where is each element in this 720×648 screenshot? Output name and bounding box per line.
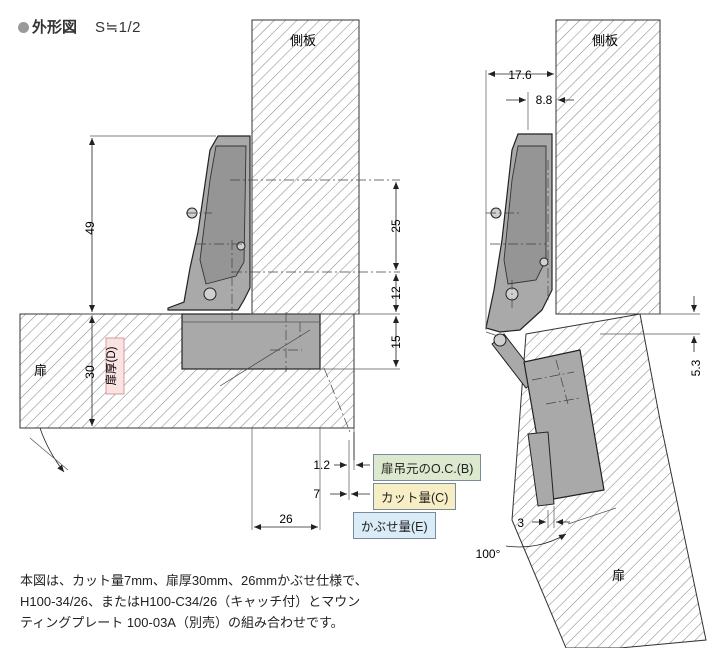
door-label-left: 扉: [34, 363, 47, 378]
dim-49: 49: [83, 221, 97, 235]
side-panel-left: [251, 19, 360, 315]
dim-8-8: 8.8: [536, 93, 553, 107]
dim-7: 7: [313, 487, 320, 501]
dim-1-2: 1.2: [313, 458, 330, 472]
dim-5-3: 5.3: [689, 359, 703, 376]
spec-note: 本図は、カット量7mm、扉厚30mm、26mmかぶせ仕様で、 H100-34/2…: [20, 570, 710, 633]
hinge-cup-left: [181, 313, 321, 370]
oc-label: 扉吊元のO.C.(B): [373, 454, 482, 481]
note-line-2: H100-34/26、またはH100-C34/26（キャッチ付）とマウン: [20, 594, 361, 609]
hinge-pin-left: [203, 287, 217, 301]
side-panel-label-right: 側板: [592, 33, 618, 48]
drawing-title: 外形図 S≒1/2: [18, 16, 141, 37]
note-line-1: 本図は、カット量7mm、扉厚30mm、26mmかぶせ仕様で、: [20, 573, 368, 588]
door-thickness-tag: [105, 337, 125, 395]
side-panel-label-left: 側板: [290, 33, 316, 48]
cut-amount-label: カット量(C): [373, 483, 457, 510]
dim-30: 30: [83, 365, 97, 379]
dim-17-6: 17.6: [508, 68, 532, 82]
dim-15: 15: [389, 335, 403, 349]
door-thickness-label: 扉厚(D): [105, 346, 118, 385]
dim-26: 26: [279, 512, 293, 526]
dim-3: 3: [517, 516, 524, 530]
dim-25: 25: [389, 219, 403, 233]
note-line-3: ティングプレート 100-03A（別売）の組み合わせです。: [20, 615, 344, 630]
dim-12: 12: [389, 286, 403, 300]
door-label-right: 扉: [612, 568, 625, 583]
angle-100: 100°: [476, 547, 501, 561]
side-panel-right: [555, 19, 661, 315]
title-text: 外形図: [32, 19, 78, 36]
scale-text: S≒1/2: [95, 19, 141, 36]
cover-amount-label: かぶせ量(E): [353, 512, 436, 539]
bullet-icon: [18, 22, 29, 33]
